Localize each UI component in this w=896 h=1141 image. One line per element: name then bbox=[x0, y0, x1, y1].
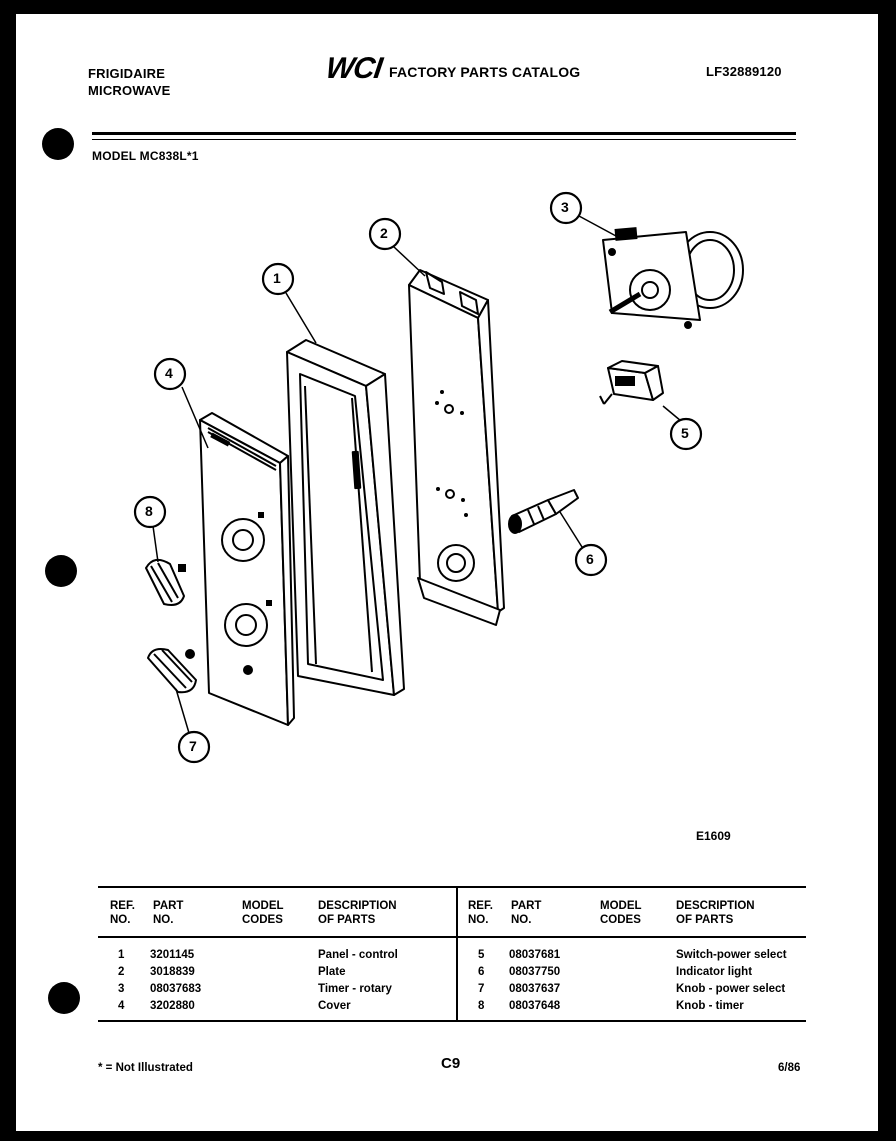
callout-5: 5 bbox=[681, 425, 689, 441]
row-description: Panel - control bbox=[318, 949, 398, 961]
header-model-codes: MODEL CODES bbox=[242, 899, 284, 927]
row-ref: 1 bbox=[118, 949, 125, 961]
header-model-line1: MODEL bbox=[242, 900, 284, 912]
header-ref-no: REF. NO. bbox=[110, 899, 135, 927]
header-part-line2: NO. bbox=[153, 914, 174, 926]
callout-1: 1 bbox=[273, 270, 281, 286]
header-part-no: PART NO. bbox=[153, 899, 183, 927]
row-part-number: 3018839 bbox=[150, 966, 195, 978]
header-rule-thick bbox=[92, 132, 796, 135]
binder-hole-bottom bbox=[48, 982, 80, 1014]
header-description-right: DESCRIPTION OF PARTS bbox=[676, 899, 755, 927]
row-description: Indicator light bbox=[676, 966, 753, 978]
row-ref: 6 bbox=[478, 966, 485, 978]
header-ref-line1: REF. bbox=[110, 900, 135, 912]
row-ref: 2 bbox=[118, 966, 125, 978]
callout-4: 4 bbox=[165, 365, 173, 381]
cover-panel bbox=[199, 412, 295, 726]
header-model-line1-right: MODEL bbox=[600, 900, 642, 912]
control-panel-frame bbox=[286, 339, 405, 696]
callout-2: 2 bbox=[380, 225, 388, 241]
row-description: Timer - rotary bbox=[318, 983, 392, 995]
header-model-line2: CODES bbox=[242, 914, 283, 926]
indicator-light bbox=[508, 489, 579, 534]
power-select-switch bbox=[599, 360, 664, 405]
row-ref: 4 bbox=[118, 1000, 125, 1012]
model-label: MODEL MC838L*1 bbox=[92, 149, 199, 163]
mounting-plate bbox=[408, 269, 505, 626]
header-rule-thin bbox=[92, 139, 796, 140]
table-top-rule bbox=[98, 886, 806, 888]
header-desc-line2: OF PARTS bbox=[318, 914, 376, 926]
brand-line-2: MICROWAVE bbox=[88, 83, 171, 98]
not-illustrated-note: * = Not Illustrated bbox=[98, 1062, 193, 1074]
row-part-number: 08037637 bbox=[509, 983, 561, 995]
figure-code: E1609 bbox=[696, 829, 731, 843]
row-part-number: 3202880 bbox=[150, 1000, 195, 1012]
callout-6: 6 bbox=[586, 551, 594, 567]
row-description: Cover bbox=[318, 1000, 351, 1012]
catalog-date: 6/86 bbox=[778, 1062, 801, 1074]
table-center-divider bbox=[456, 886, 458, 1022]
catalog-title: FACTORY PARTS CATALOG bbox=[389, 64, 581, 80]
row-ref: 5 bbox=[478, 949, 485, 961]
row-ref: 8 bbox=[478, 1000, 485, 1012]
timer-knob bbox=[145, 558, 186, 606]
row-part-number: 3201145 bbox=[150, 949, 195, 961]
brand-line-1: FRIGIDAIRE bbox=[88, 66, 166, 81]
header-part-no-right: PART NO. bbox=[511, 899, 541, 927]
row-part-number: 08037681 bbox=[509, 949, 561, 961]
header-desc-line1-right: DESCRIPTION bbox=[676, 900, 755, 912]
header-model-line2-right: CODES bbox=[600, 914, 641, 926]
row-part-number: 08037683 bbox=[150, 983, 202, 995]
callout-3: 3 bbox=[561, 199, 569, 215]
callout-7: 7 bbox=[189, 738, 197, 754]
table-header-rule bbox=[98, 936, 806, 938]
row-ref: 7 bbox=[478, 983, 485, 995]
row-description: Knob - timer bbox=[676, 1000, 744, 1012]
header-part-line1: PART bbox=[153, 900, 184, 912]
table-bottom-rule bbox=[98, 1020, 806, 1022]
row-part-number: 08037750 bbox=[509, 966, 561, 978]
row-description: Switch-power select bbox=[676, 949, 787, 961]
callout-8: 8 bbox=[145, 503, 153, 519]
header-ref-line1-right: REF. bbox=[468, 900, 493, 912]
rotary-timer bbox=[602, 227, 744, 329]
binder-hole-middle bbox=[45, 555, 77, 587]
header-model-codes-right: MODEL CODES bbox=[600, 899, 642, 927]
header-desc-line2-right: OF PARTS bbox=[676, 914, 734, 926]
row-description: Knob - power select bbox=[676, 983, 786, 995]
header-ref-no-right: REF. NO. bbox=[468, 899, 493, 927]
header-ref-line2: NO. bbox=[110, 914, 131, 926]
header-desc-line1: DESCRIPTION bbox=[318, 900, 397, 912]
header-description: DESCRIPTION OF PARTS bbox=[318, 899, 397, 927]
row-description: Plate bbox=[318, 966, 346, 978]
catalog-number: LF32889120 bbox=[706, 64, 782, 79]
header-part-line1-right: PART bbox=[511, 900, 542, 912]
row-ref: 3 bbox=[118, 983, 125, 995]
header-part-line2-right: NO. bbox=[511, 914, 532, 926]
power-select-knob bbox=[147, 648, 197, 694]
page-number: C9 bbox=[441, 1055, 461, 1072]
header-ref-line2-right: NO. bbox=[468, 914, 489, 926]
binder-hole-top bbox=[42, 128, 74, 160]
row-part-number: 08037648 bbox=[509, 1000, 561, 1012]
